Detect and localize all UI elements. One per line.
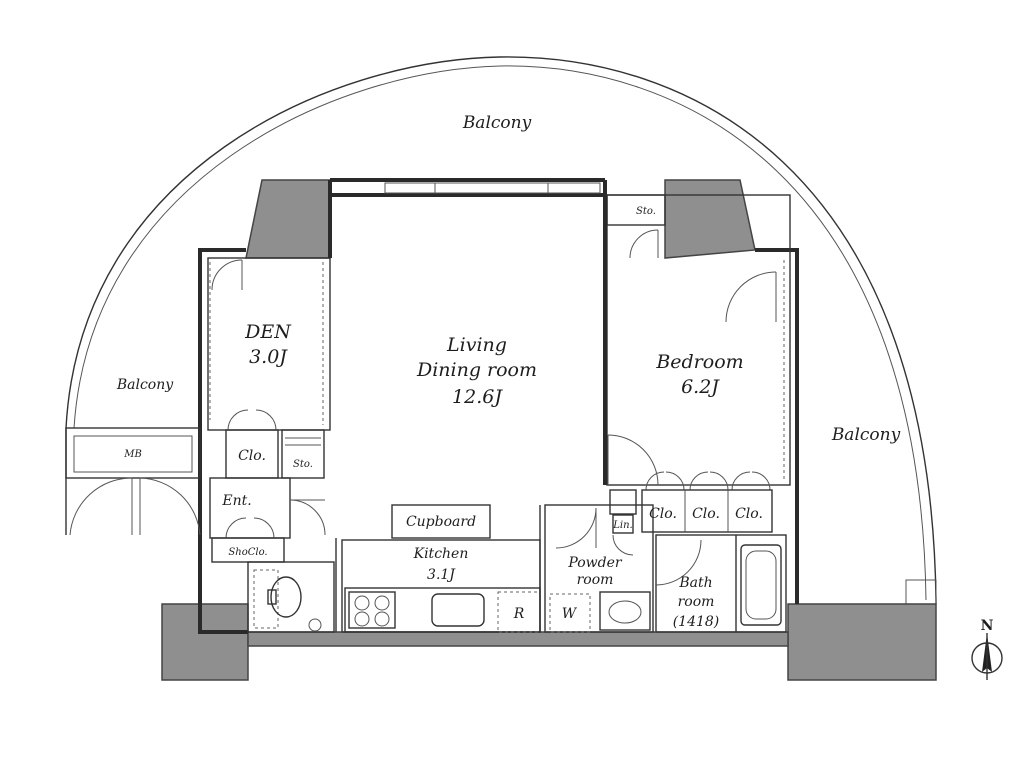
balcony-top-label: Balcony	[462, 113, 532, 133]
north-arrow-icon	[971, 633, 1003, 680]
balcony-right-label: Balcony	[831, 425, 901, 445]
kitchen-name-label: Kitchen	[413, 546, 469, 562]
structural-columns	[161, 179, 937, 681]
bath-label-line2: room	[678, 594, 715, 610]
balcony-arc	[65, 56, 937, 605]
storage-top-label: Sto.	[636, 206, 656, 217]
powder-room	[544, 504, 654, 633]
powder-label-line2: room	[577, 572, 614, 588]
powder-label-line1: Powder	[567, 555, 623, 571]
living-size-label: 12.6J	[452, 386, 503, 408]
shoe-closet-label: ShoClo.	[228, 547, 267, 558]
room-labels: Balcony Balcony Balcony DEN 3.0J Living …	[116, 113, 994, 634]
bath-room	[655, 534, 787, 633]
entrance-label: Ent.	[221, 493, 251, 509]
bed-closet-1-label: Clo.	[649, 506, 677, 522]
bed-closet-2-label: Clo.	[692, 506, 720, 522]
den-size-label: 3.0J	[249, 346, 288, 368]
living-label-line1: Living	[446, 334, 507, 356]
bedroom-name-label: Bedroom	[655, 351, 743, 373]
cupboard-label: Cupboard	[406, 514, 476, 530]
north-label: N	[981, 618, 994, 634]
bed-closet-3-label: Clo.	[735, 506, 763, 522]
entrance-area	[69, 477, 326, 563]
den-name-label: DEN	[244, 321, 292, 343]
bath-size-label: (1418)	[673, 614, 720, 630]
toilet-room	[247, 561, 335, 633]
den-storage-label: Sto.	[293, 459, 313, 470]
bath-label-line1: Bath	[678, 575, 712, 591]
partitions	[328, 195, 607, 632]
mb-label: MB	[123, 449, 142, 460]
balcony-left-label: Balcony	[116, 377, 174, 393]
den-room	[207, 257, 331, 479]
living-label-line2: Dining room	[416, 359, 537, 381]
linen-label: Lin.	[612, 520, 632, 531]
kitchen-size-label: 3.1J	[427, 567, 456, 583]
bedroom-size-label: 6.2J	[681, 376, 720, 398]
washer-label: W	[562, 606, 578, 622]
refrigerator-label: R	[513, 606, 525, 622]
mb-cabinet	[65, 427, 201, 479]
den-closet-label: Clo.	[238, 448, 266, 464]
